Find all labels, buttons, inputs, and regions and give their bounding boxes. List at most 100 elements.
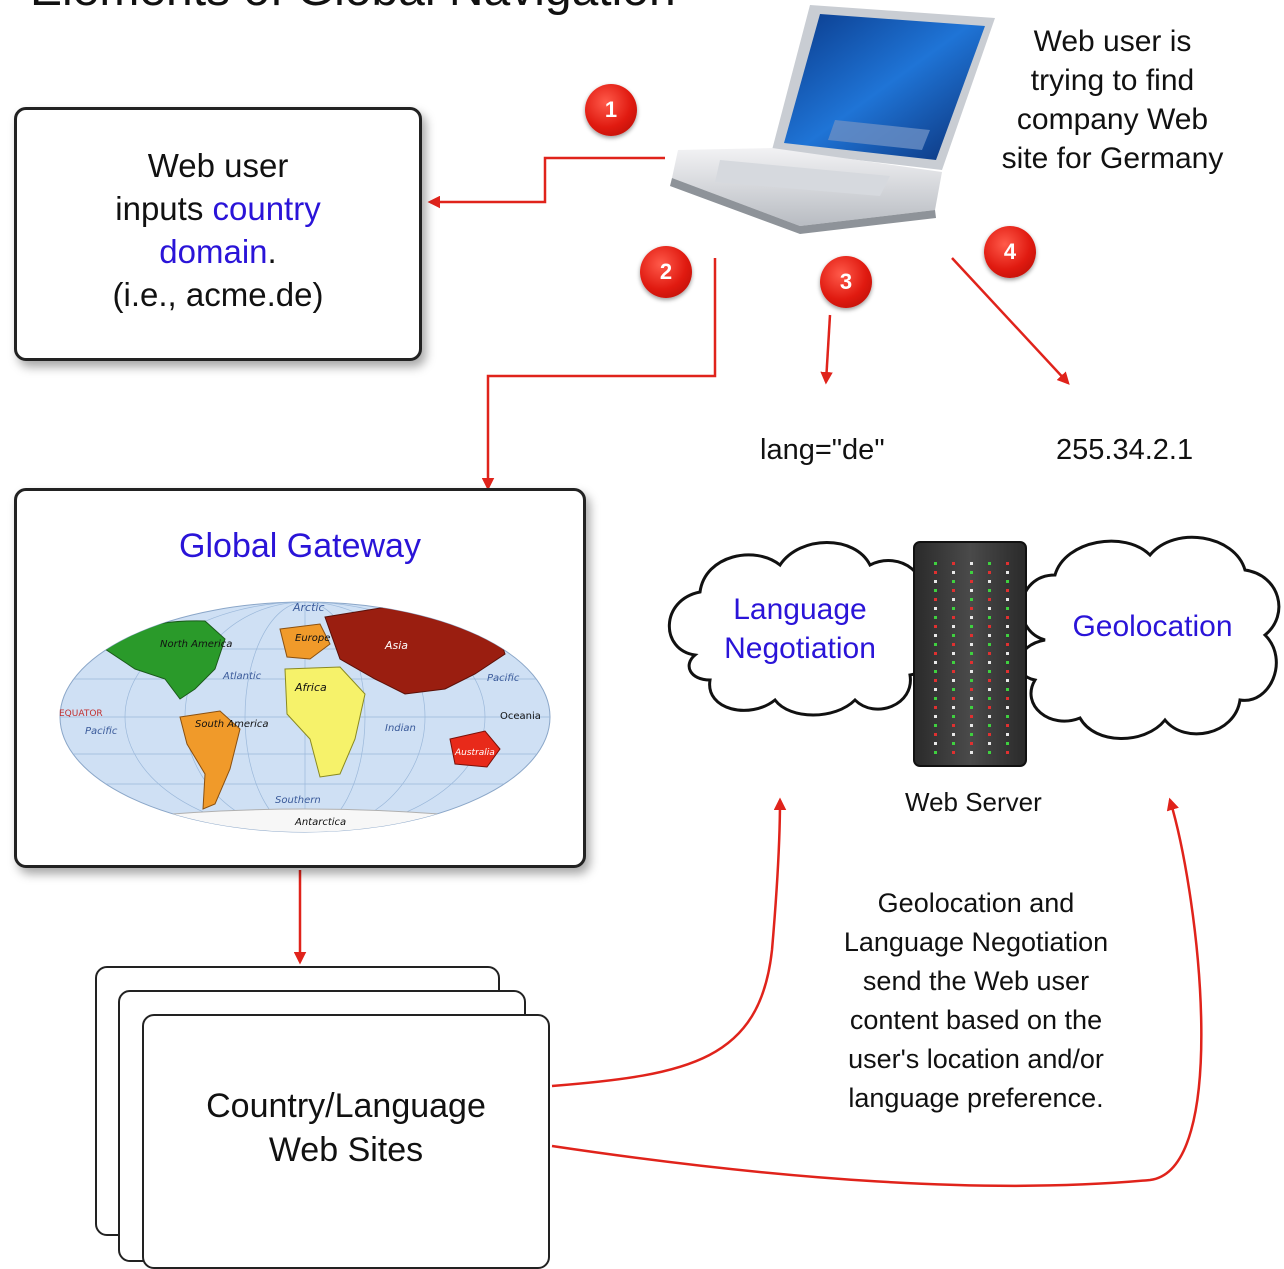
server-led [952,616,955,619]
server-led [988,688,991,691]
server-led [934,598,937,601]
server-led [952,679,955,682]
server-led [952,688,955,691]
server-led [952,580,955,583]
server-led [970,679,973,682]
sites-line: Country/Language [206,1087,486,1125]
server-led [988,715,991,718]
server-led [988,580,991,583]
server-led [952,751,955,754]
server-led [988,643,991,646]
user-note: Web user is trying to find company Web s… [985,22,1240,178]
server-led [988,634,991,637]
server-led [952,607,955,610]
server-led [988,616,991,619]
map-label-europe: Europe [295,633,330,644]
server-led [934,697,937,700]
arrow-2 [481,258,717,491]
language-negotiation-cloud: Language Negotiation [700,590,900,668]
map-label-south-america: South America [195,719,269,730]
description-line: Geolocation and [877,888,1075,918]
map-label-antarctica: Antarctica [294,817,346,828]
server-led [970,697,973,700]
ip-address-label: 255.34.2.1 [1056,434,1194,466]
server-led [934,616,937,619]
server-led [970,706,973,709]
geolocation-cloud: Geolocation [1072,610,1233,643]
server-led [952,652,955,655]
input-box-suffix: . [267,233,277,270]
server-led [988,571,991,574]
arrow-3 [820,314,833,385]
map-label-australia: Australia [454,748,495,758]
server-led [970,580,973,583]
server-led [1006,607,1009,610]
arrow-4 [951,257,1070,385]
server-led [934,643,937,646]
server-led [970,652,973,655]
map-label-north-america: North America [160,639,232,650]
server-led [1006,679,1009,682]
server-led [970,670,973,673]
server-led [988,670,991,673]
server-led [934,571,937,574]
step-badge-4: 4 [984,226,1036,278]
input-box-prefix: inputs [115,190,213,227]
arrow-sites-to-language [551,797,787,1088]
map-label-pacific-west: Pacific [85,726,118,737]
server-led [988,742,991,745]
server-led [952,733,955,736]
server-led [988,679,991,682]
server-led [952,643,955,646]
map-label-indian: Indian [385,723,416,734]
server-led [934,724,937,727]
server-led [970,625,973,628]
server-led [934,562,937,565]
server-led [970,688,973,691]
server-led [934,679,937,682]
server-icon [913,541,1027,767]
description-line: content based on the [849,1005,1103,1035]
map-label-southern: Southern [275,795,321,806]
site-card-front: Country/Language Web Sites [142,1014,550,1269]
language-cloud-line: Negotiation [724,632,876,665]
server-led [934,661,937,664]
server-led [934,625,937,628]
server-led [1006,643,1009,646]
server-led [952,661,955,664]
server-led [1006,652,1009,655]
server-led [988,697,991,700]
server-led [970,607,973,610]
server-led [952,598,955,601]
server-led [988,607,991,610]
user-note-line: Web user is [1033,25,1192,58]
server-led [1006,616,1009,619]
server-led [988,589,991,592]
server-led [970,661,973,664]
server-led [970,715,973,718]
domain-input-text: Web user inputs country domain. (i.e., a… [17,110,419,316]
server-led [952,715,955,718]
server-led [970,616,973,619]
server-led [934,706,937,709]
server-led [952,571,955,574]
server-led [1006,589,1009,592]
server-led [1006,670,1009,673]
server-led [988,598,991,601]
map-label-oceania: Oceania [500,711,541,722]
server-led [1006,571,1009,574]
global-gateway-box: Global Gateway Arctic North America Euro… [14,488,586,868]
map-label-equator: EQUATOR [59,709,103,719]
server-led [934,607,937,610]
server-led [952,562,955,565]
server-led [934,742,937,745]
map-label-atlantic: Atlantic [222,671,262,682]
map-label-asia: Asia [384,639,408,652]
server-led [934,589,937,592]
server-led [952,589,955,592]
server-led [988,625,991,628]
server-led [970,751,973,754]
server-led [934,733,937,736]
gateway-title: Global Gateway [179,527,421,565]
description-text: Geolocation and Language Negotiation sen… [796,884,1156,1118]
